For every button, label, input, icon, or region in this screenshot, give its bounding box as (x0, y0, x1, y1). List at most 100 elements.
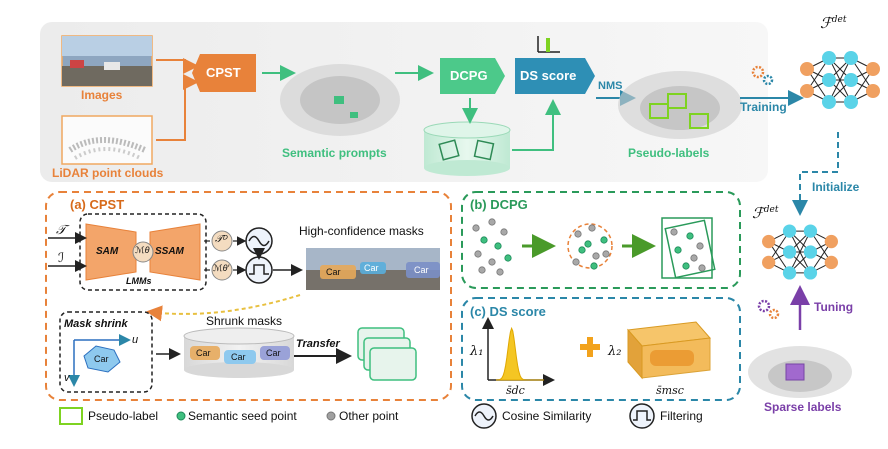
network-node (824, 234, 838, 249)
ds-score-block-shape (515, 58, 595, 94)
sam-label: SAM (96, 246, 119, 257)
legend-seed-point-text: Semantic seed point (188, 409, 297, 423)
axis-v-label: v (64, 372, 70, 384)
network-node (800, 62, 814, 76)
score-bars-icon (537, 36, 560, 53)
proposal-boxes (661, 217, 716, 279)
other-point (572, 258, 580, 266)
legend-filtering-text: Filtering (660, 409, 703, 423)
seed-point (578, 246, 586, 254)
network-node (762, 255, 776, 270)
sparse-labels-cloud (748, 346, 852, 398)
other-point (488, 218, 496, 226)
other-point (574, 230, 582, 238)
panel-c-frame (461, 297, 741, 401)
network-node (866, 84, 880, 98)
gear-icon (751, 65, 774, 86)
seed-point (686, 232, 694, 240)
lmms-label: LMMs (126, 276, 152, 286)
street-image (306, 248, 440, 290)
input-i-label: ℐ (58, 250, 65, 265)
network-node (844, 95, 858, 109)
plus-icon (580, 337, 600, 357)
t-d-label: 𝒯ᴰ (215, 234, 228, 245)
detector-network-tuned (762, 224, 838, 280)
network-node (844, 51, 858, 65)
legend-other-point-swatch (326, 411, 336, 421)
cosine-op-icon (245, 227, 273, 255)
network-node (800, 84, 814, 98)
network-edge (789, 230, 811, 274)
shrunk-car-3: Car (266, 348, 281, 358)
seed-points-scatter (472, 218, 512, 276)
training-label: Training (740, 100, 787, 114)
mask-car-label: Car (94, 354, 109, 364)
seed-point (590, 262, 598, 270)
network-node (866, 62, 880, 76)
pseudo-labels-label: Pseudo-labels (628, 146, 710, 160)
legend-filtering-icon (629, 403, 655, 429)
m-theta-circle (132, 241, 154, 263)
lidar-label: LiDAR point clouds (52, 166, 164, 180)
other-point (472, 224, 480, 232)
proposal-cylinder (423, 121, 511, 176)
other-point (592, 252, 600, 260)
tuning-label: Tuning (814, 300, 854, 314)
ds-score-block-label: DS score (520, 68, 577, 83)
seed-point (674, 246, 682, 254)
mask-shrink-label: Mask shrink (64, 318, 128, 330)
network-node (782, 266, 797, 280)
images-label: Images (81, 88, 123, 102)
other-point (602, 250, 610, 258)
filtering-op-icon (245, 256, 273, 284)
s-msc-label: s̄msc (656, 384, 684, 397)
other-point (488, 258, 496, 266)
lambda1-label: λ₁ (470, 344, 484, 359)
network-edge (828, 57, 852, 103)
t-d-circle (211, 230, 233, 252)
network-node (782, 224, 797, 238)
legend-other-point-text: Other point (339, 409, 399, 423)
other-point (670, 228, 678, 236)
msc-car-box (626, 321, 712, 380)
shrunk-masks-cylinder (183, 327, 295, 378)
car-label-3: Car (414, 265, 429, 275)
tuning-gear-icon (757, 299, 780, 320)
clustered-points (572, 224, 610, 270)
car-label-1: Car (326, 267, 341, 277)
pseudo-labels-cloud (618, 71, 742, 139)
shrunk-masks-label: Shrunk masks (206, 314, 283, 328)
other-point (698, 264, 706, 272)
cpst-block-shape (192, 54, 256, 92)
lidar-to-cpst-arrow (156, 74, 199, 141)
sparse-labels-label: Sparse labels (764, 400, 842, 414)
shrunk-car-polygon (83, 345, 121, 373)
nms-label: NMS (598, 80, 623, 92)
network-node (844, 73, 858, 87)
legend-seed-point-swatch (176, 411, 186, 421)
seed-point (600, 236, 608, 244)
seed-point (504, 254, 512, 262)
lidar-thumbnail (61, 115, 153, 165)
legend-cosine-text: Cosine Similarity (502, 409, 592, 423)
initialize-arrow (792, 132, 839, 216)
axis-u-label: u (132, 334, 139, 346)
seed-point (494, 242, 502, 250)
panel-a-title: (a) CPST (70, 197, 125, 212)
boxed-points (670, 228, 706, 272)
other-point (496, 268, 504, 276)
legend-pseudo-label-text: Pseudo-label (88, 409, 159, 423)
images-to-cpst-arrow (156, 58, 199, 74)
other-point (696, 242, 704, 250)
input-t-label: 𝒯 (56, 222, 66, 237)
fdet-top-label: ℱdet (820, 14, 847, 32)
cluster-circle (567, 223, 613, 269)
network-node (822, 95, 836, 109)
network-node (803, 245, 818, 259)
seed-point (584, 240, 592, 248)
dcpg-block-label: DCPG (450, 68, 488, 83)
network-node (822, 73, 836, 87)
car-label-2: Car (364, 263, 379, 273)
